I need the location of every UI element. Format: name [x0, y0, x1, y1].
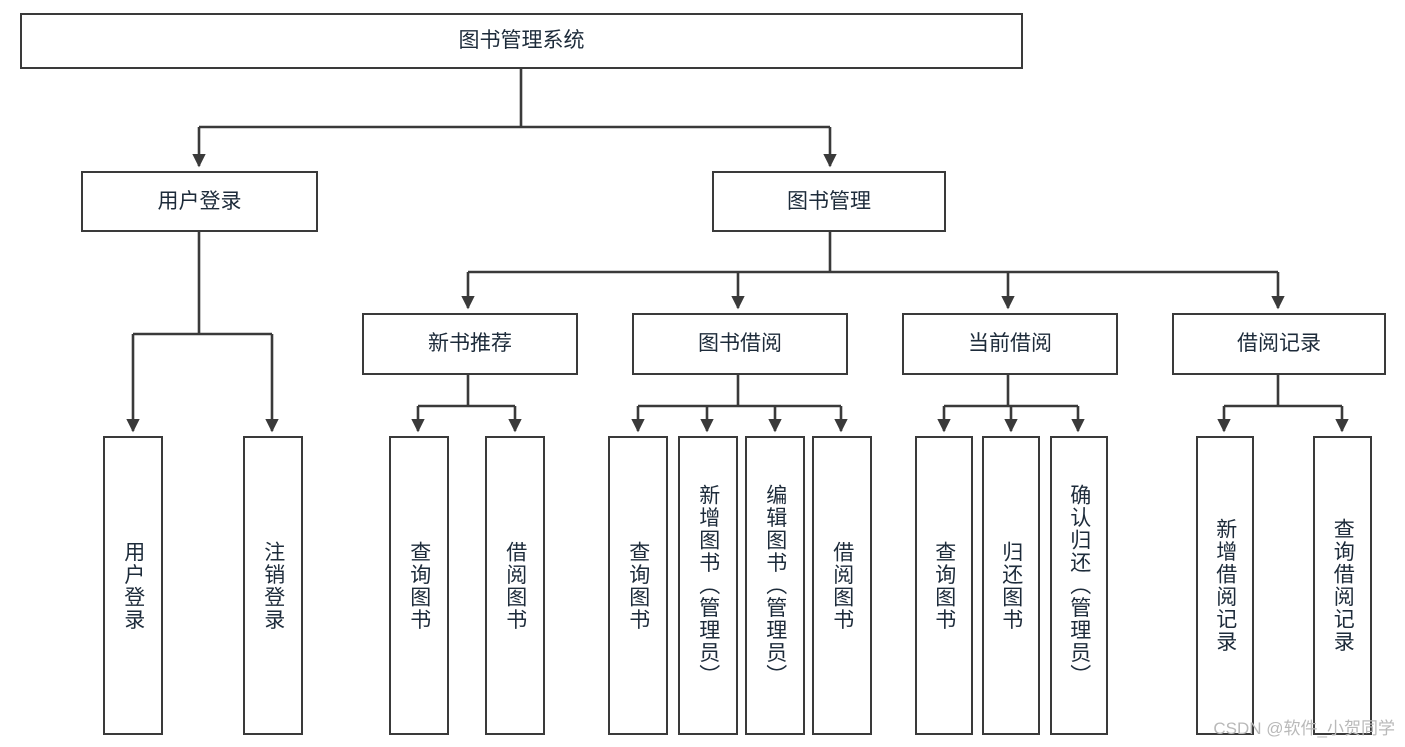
node-leaf-borrow-book-1[interactable]: 借阅图书 — [485, 436, 545, 735]
node-leaf-edit-book-label: 编辑图书（管理员） — [763, 484, 787, 687]
node-leaf-borrow-book-2-label: 借阅图书 — [830, 540, 854, 631]
node-book-borrow[interactable]: 图书借阅 — [632, 313, 848, 375]
node-borrow-record[interactable]: 借阅记录 — [1172, 313, 1386, 375]
node-leaf-user-login-label: 用户登录 — [121, 540, 145, 631]
node-book-manage[interactable]: 图书管理 — [712, 171, 946, 232]
node-leaf-query-book-1[interactable]: 查询图书 — [389, 436, 449, 735]
node-leaf-confirm-return-label: 确认归还（管理员） — [1067, 484, 1091, 687]
node-current-borrow-label: 当前借阅 — [968, 332, 1052, 356]
node-book-borrow-label: 图书借阅 — [698, 332, 782, 356]
node-current-borrow[interactable]: 当前借阅 — [902, 313, 1118, 375]
node-leaf-query-record[interactable]: 查询借阅记录 — [1313, 436, 1372, 735]
node-new-book-rec-label: 新书推荐 — [428, 332, 512, 356]
node-leaf-user-logout-label: 注销登录 — [261, 540, 285, 631]
node-root-label: 图书管理系统 — [458, 29, 585, 53]
node-leaf-return-book-label: 归还图书 — [999, 540, 1023, 631]
node-leaf-add-record[interactable]: 新增借阅记录 — [1196, 436, 1254, 735]
node-leaf-query-record-label: 查询借阅记录 — [1331, 518, 1355, 653]
node-leaf-query-book-3[interactable]: 查询图书 — [915, 436, 973, 735]
node-leaf-query-book-2[interactable]: 查询图书 — [608, 436, 668, 735]
node-leaf-confirm-return[interactable]: 确认归还（管理员） — [1050, 436, 1108, 735]
node-root[interactable]: 图书管理系统 — [20, 13, 1023, 69]
node-leaf-query-book-3-label: 查询图书 — [932, 540, 956, 631]
node-leaf-edit-book[interactable]: 编辑图书（管理员） — [745, 436, 805, 735]
node-leaf-user-logout[interactable]: 注销登录 — [243, 436, 303, 735]
node-leaf-add-book[interactable]: 新增图书（管理员） — [678, 436, 738, 735]
node-user-login-label: 用户登录 — [157, 189, 242, 213]
node-leaf-query-book-2-label: 查询图书 — [626, 540, 650, 631]
node-leaf-borrow-book-1-label: 借阅图书 — [503, 540, 527, 631]
node-leaf-query-book-1-label: 查询图书 — [407, 540, 431, 631]
node-user-login[interactable]: 用户登录 — [81, 171, 318, 232]
node-leaf-return-book[interactable]: 归还图书 — [982, 436, 1040, 735]
node-leaf-user-login[interactable]: 用户登录 — [103, 436, 163, 735]
node-leaf-add-book-label: 新增图书（管理员） — [696, 484, 720, 687]
node-book-manage-label: 图书管理 — [787, 189, 871, 213]
node-leaf-borrow-book-2[interactable]: 借阅图书 — [812, 436, 872, 735]
node-new-book-rec[interactable]: 新书推荐 — [362, 313, 578, 375]
node-leaf-add-record-label: 新增借阅记录 — [1213, 518, 1237, 653]
node-borrow-record-label: 借阅记录 — [1237, 332, 1321, 356]
